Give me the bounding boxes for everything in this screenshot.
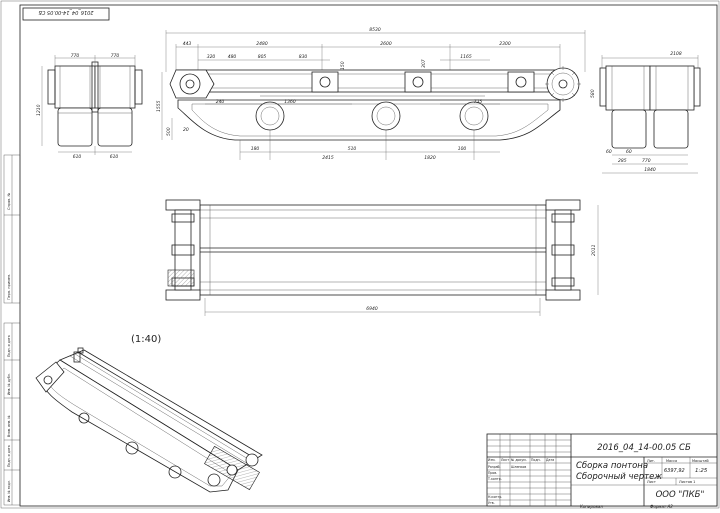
side-dim-bottom-2415: 2415 [322, 155, 334, 161]
rotated-stamp: 2016_04_14-00.05 СБ [38, 9, 94, 15]
side-dim-mid-1360: 1360 [284, 99, 296, 105]
tb-mass-value: 6397,92 [664, 468, 685, 474]
margin-label-replace-inv: Взам. инв. № [7, 415, 11, 437]
side-dim-vert-307: 307 [421, 59, 427, 68]
side-dim-small-3: 805 [258, 54, 267, 60]
tb-scale-value: 1:25 [695, 468, 708, 474]
tb-role-tech-control: Т.контр. [487, 477, 502, 481]
scale-label: (1:40) [131, 334, 161, 345]
tb-col-scale: Масштаб [692, 459, 709, 463]
tb-copied: Копировал [580, 504, 603, 509]
rear-dim-overall: 1840 [644, 167, 656, 173]
rear-dim-bottom-285: 285 [618, 158, 627, 164]
tb-role-norm-control: Н.контр. [488, 495, 502, 499]
side-dim-bottom-510: 510 [348, 146, 357, 152]
isometric-view [35, 347, 263, 493]
tb-role-change: Изм. [488, 458, 496, 462]
tb-role-sign: Подп. [531, 458, 541, 462]
side-dim-left-1555: 1555 [156, 100, 162, 112]
tb-name-line1: Сборка понтона [576, 461, 648, 471]
side-dim-top-2: 2480 [256, 41, 268, 47]
side-dim-top-4: 2300 [499, 41, 511, 47]
side-dim-left-500: 500 [166, 127, 172, 136]
tb-col-mass: Масса [666, 459, 677, 463]
tb-doc-code: 2016_04_14-00.05 СБ [597, 443, 691, 453]
rear-dim-left-1: 60 [606, 149, 612, 155]
tb-sheet-label: Лист [647, 480, 656, 484]
front-dim-bottom-right: 610 [110, 154, 119, 160]
margin-label-sign-date-1: Подп. и дата [7, 335, 11, 357]
tb-sheets-label: Листов 1 [679, 480, 695, 484]
rear-dim-left-2: 60 [626, 149, 632, 155]
tb-role-checked: Пров. [488, 471, 497, 475]
side-dim-bottom-180: 180 [251, 146, 260, 152]
side-dim-small-2: 480 [228, 54, 237, 60]
side-dim-mid-735: 735 [474, 99, 483, 105]
side-dim-left-20: 20 [183, 127, 189, 133]
left-margin-strip: Перв. примен. Справ. № Подп. и дата Инв.… [3, 154, 21, 506]
rear-dim-side: 580 [590, 89, 596, 98]
front-dim-height: 1210 [36, 104, 42, 116]
tb-role-date: Дата [546, 458, 554, 462]
margin-label-sign-date-2: Подп. и дата [7, 445, 11, 467]
front-dim-top-left: 770 [71, 53, 80, 59]
rear-dim-top: 2108 [670, 51, 682, 57]
margin-label-first-use: Перв. примен. [7, 274, 11, 300]
tb-format: Формат A2 [650, 504, 673, 509]
rear-dim-bottom-770: 770 [642, 158, 651, 164]
tb-developer-name: Шлепков [511, 465, 526, 469]
side-dim-bottom-1820: 1820 [424, 155, 436, 161]
tb-organization: ООО "ПКБ" [656, 490, 705, 500]
title-block: Изм. Лист № докум. Подп. Дата Разраб. Шл… [486, 433, 718, 509]
plan-dim-width: 2011 [591, 244, 597, 256]
rear-view: 2108 580 60 60 285 770 1840 [590, 51, 701, 174]
plan-view: 6940 2011 [165, 199, 599, 316]
front-view: 770 770 610 610 1210 [36, 53, 143, 160]
side-dim-top-3: 2600 [380, 41, 392, 47]
margin-label-orig-inv: Инв. № подл. [7, 480, 11, 502]
side-dim-small-1: 320 [207, 54, 216, 60]
plan-dim-length: 6940 [366, 306, 378, 312]
rotated-stamp-box [22, 7, 110, 21]
tb-col-lit: Лит. [647, 459, 655, 463]
margin-label-dup-inv: Инв. № дубл. [7, 373, 11, 395]
tb-role-doc-no: № докум. [511, 458, 527, 462]
tb-role-sheet: Лист [501, 458, 509, 462]
side-view: 8530 443 2480 2600 2300 320 480 805 830 … [156, 27, 586, 161]
margin-label-ref-no: Справ. № [7, 193, 11, 210]
side-dim-top-1: 443 [183, 41, 192, 47]
side-dim-mid-240: 240 [216, 99, 225, 105]
side-dim-small-4: 830 [299, 54, 308, 60]
tb-role-developer: Разраб. [488, 465, 501, 469]
side-dim-overall: 8530 [369, 27, 381, 33]
tb-name-line2: Сборочный чертеж [576, 472, 662, 482]
front-dim-top-right: 770 [111, 53, 120, 59]
side-dim-bottom-100: 100 [458, 146, 467, 152]
front-dim-bottom-left: 610 [73, 154, 82, 160]
side-dim-small-5: 1165 [460, 54, 472, 60]
tb-role-approved: Утв. [488, 501, 495, 505]
side-dim-vert-150: 150 [340, 61, 346, 70]
